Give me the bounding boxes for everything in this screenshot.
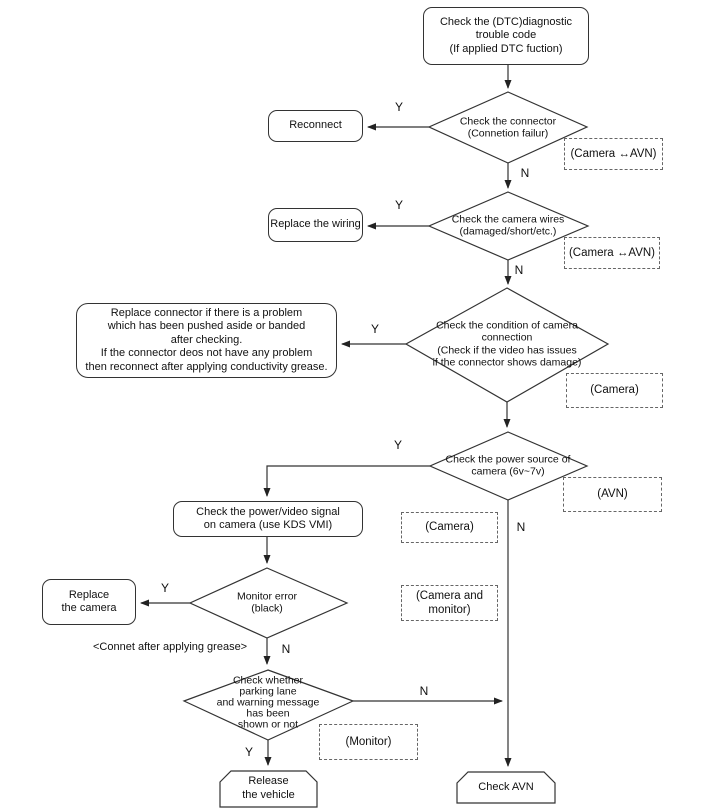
edge-label-n5: N — [281, 642, 291, 656]
diamond-check-camera-connection — [404, 287, 610, 403]
node-check-dtc: Check the (DTC)diagnostic trouble code (… — [423, 7, 589, 65]
diamond-parking-lane — [182, 669, 355, 741]
diamond-monitor-error — [188, 567, 349, 639]
label-check-camera-connection: Check the condition of camera connection… — [432, 319, 582, 369]
diamond-check-power-source — [428, 431, 589, 501]
node-release-vehicle: Release the vehicle — [242, 775, 295, 801]
edge-label-y1: Y — [394, 100, 404, 114]
terminal-release-vehicle-shape — [219, 770, 318, 808]
tag-monitor: (Monitor) — [319, 724, 418, 760]
tag-camera-avn-2: (Camera ↔AVN) — [564, 237, 660, 269]
label-check-connector: Check the connector (Connetion failur) — [459, 115, 557, 140]
label-check-camera-wires: Check the camera wires (damaged/short/et… — [451, 213, 565, 238]
diamond-check-camera-wires — [427, 191, 590, 261]
grease-note: <Connet after applying grease> — [93, 641, 248, 653]
edge-label-n4: N — [516, 520, 526, 534]
label-check-power-source: Check the power source of camera (6v~7v) — [445, 453, 571, 478]
edge-label-n1: N — [520, 166, 530, 180]
tag-camera-2: (Camera) — [401, 512, 498, 543]
node-reconnect: Reconnect — [268, 110, 363, 142]
diamond-check-connector — [427, 91, 589, 164]
connector-d4-yes-kds — [263, 465, 430, 497]
node-check-avn: Check AVN — [478, 780, 534, 793]
edge-label-y4: Y — [393, 438, 403, 452]
node-kds-vmi: Check the power/video signal on camera (… — [173, 501, 363, 537]
edge-label-n2: N — [514, 263, 524, 277]
tag-camera-monitor: (Camera and monitor) — [401, 585, 498, 621]
node-replace-connector: Replace connector if there is a problem … — [76, 303, 337, 378]
label-monitor-error: Monitor error (black) — [236, 590, 298, 615]
terminal-check-avn-shape — [456, 771, 556, 804]
tag-avn: (AVN) — [563, 477, 662, 512]
tag-camera-avn-1: (Camera ↔AVN) — [564, 138, 663, 170]
node-replace-camera: Replace the camera — [42, 579, 136, 625]
tag-camera-1: (Camera) — [566, 373, 663, 408]
label-parking-lane: Check whether parking lane and warning m… — [216, 674, 320, 731]
edge-label-y2: Y — [394, 198, 404, 212]
edge-label-n6: N — [419, 684, 429, 698]
edge-label-y6: Y — [244, 745, 254, 759]
edge-label-y5: Y — [160, 581, 170, 595]
node-replace-wiring: Replace the wiring — [268, 208, 363, 242]
edge-label-y3: Y — [370, 322, 380, 336]
